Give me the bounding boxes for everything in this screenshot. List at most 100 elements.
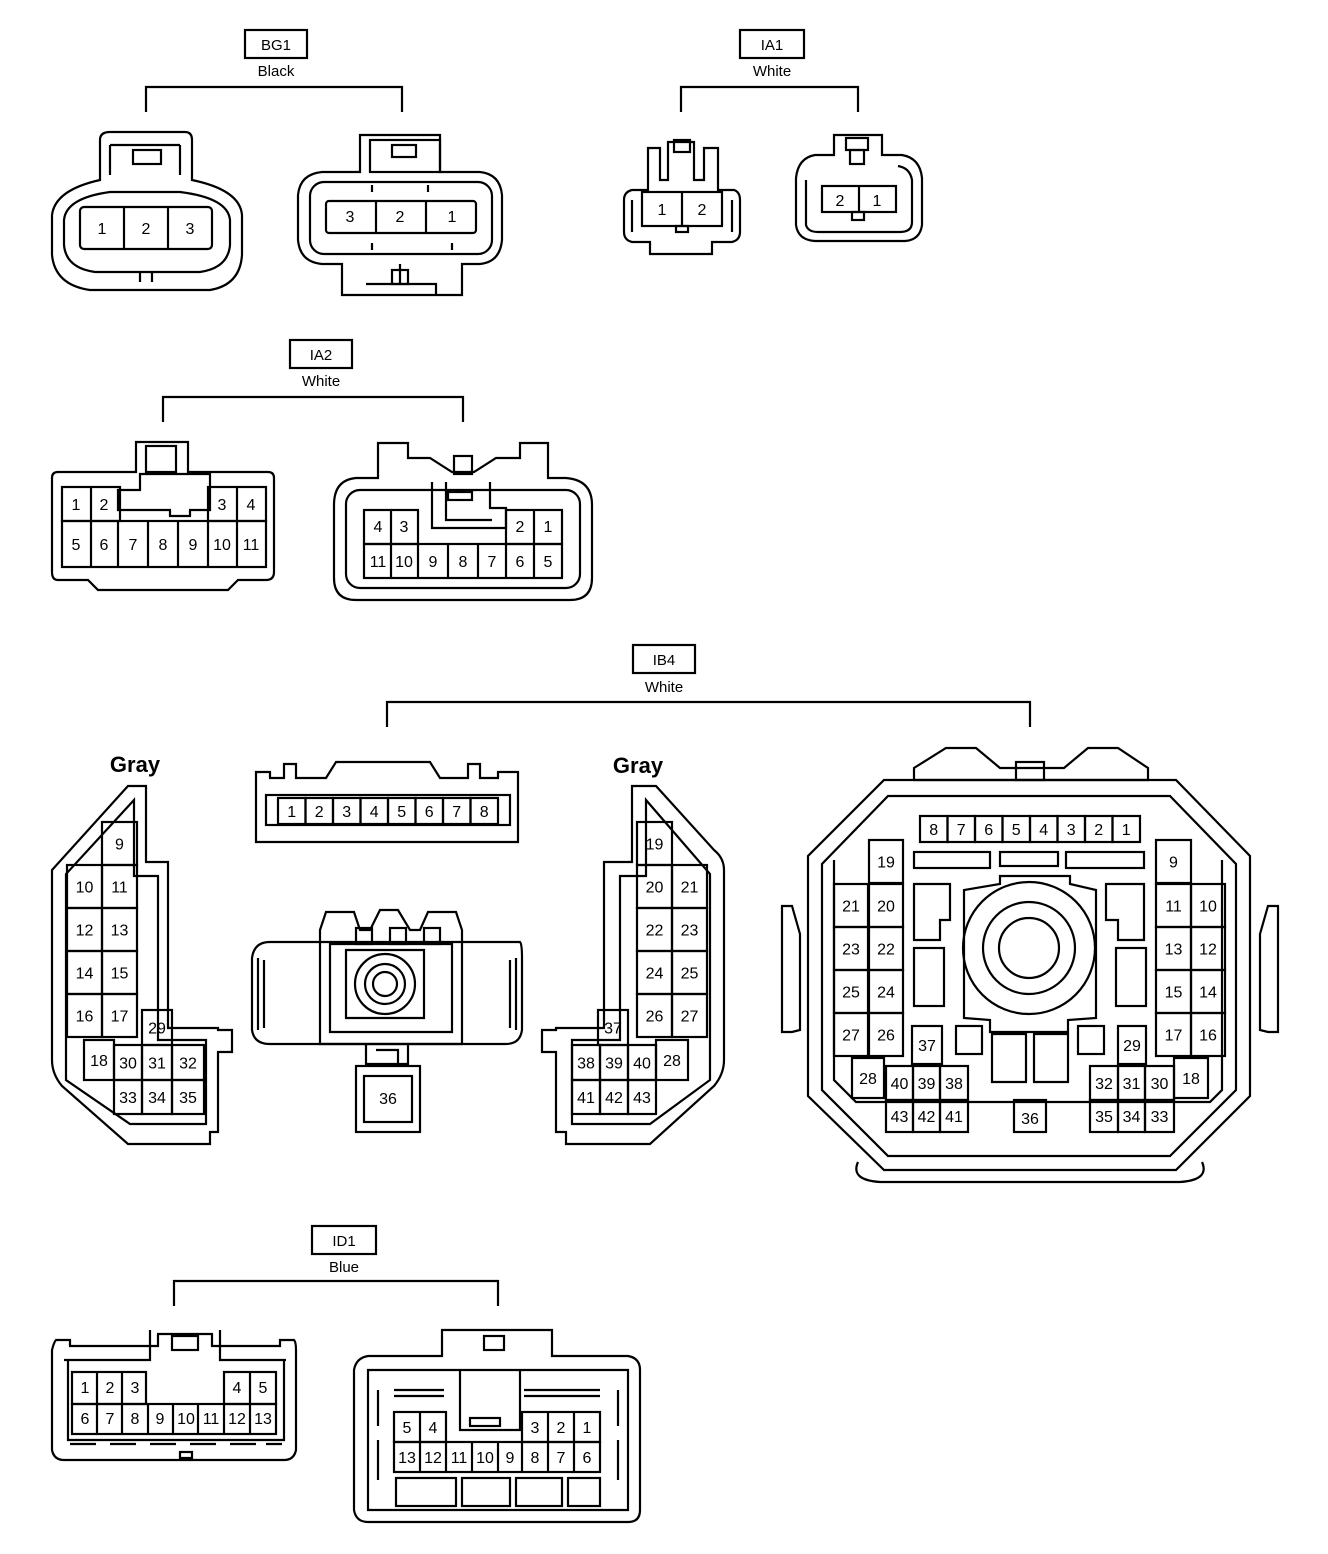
- pin: 13: [1165, 942, 1183, 959]
- connector-ia1: IA1 White 1 2 2 1: [622, 28, 924, 256]
- pin: 1: [72, 497, 81, 514]
- pin-cell: [910, 1024, 944, 1066]
- pin: 6: [81, 1411, 90, 1428]
- bg1-left-housing: 1 2 3: [50, 130, 244, 292]
- pin: 22: [877, 942, 895, 959]
- connector-id: IB4: [653, 652, 676, 669]
- pin: 15: [1165, 985, 1183, 1002]
- pin: 19: [877, 855, 895, 872]
- connector-id: BG1: [261, 37, 291, 54]
- pin: 8: [459, 554, 468, 571]
- pin: 4: [1039, 822, 1048, 839]
- pin: 9: [156, 1411, 165, 1428]
- pin: 6: [583, 1450, 592, 1467]
- id1-left-housing: 1 2 3 4 5 6 7 8 9 10 11 12 13: [50, 1330, 298, 1462]
- pin: 27: [681, 1009, 699, 1026]
- pin: 5: [544, 554, 553, 571]
- ia2-left-housing: 1 2 3 4 5 6 7 8 9 10 11: [50, 440, 276, 592]
- ia1-left-housing: 1 2: [622, 138, 742, 256]
- pin-cell: [850, 1056, 886, 1100]
- pin-cell: [170, 1078, 206, 1116]
- pin: 1: [81, 1380, 90, 1397]
- pin: 12: [76, 923, 94, 940]
- pin: 18: [1182, 1071, 1200, 1088]
- pin: 20: [877, 899, 895, 916]
- pin: 25: [842, 985, 860, 1002]
- pin: 10: [395, 554, 413, 571]
- pin: 10: [76, 880, 94, 897]
- pin: 7: [129, 537, 138, 554]
- pin: 25: [681, 966, 699, 983]
- pin: 2: [142, 221, 151, 238]
- pin: 23: [681, 923, 699, 940]
- pin: 9: [429, 554, 438, 571]
- pin: 34: [148, 1090, 166, 1107]
- bg1-right-housing: 3 2 1: [296, 133, 504, 297]
- pin: 2: [315, 804, 324, 821]
- pin: 2: [698, 202, 707, 219]
- pin: 1: [287, 804, 296, 821]
- pin-cell: [1116, 1024, 1148, 1066]
- pin: 3: [131, 1380, 140, 1397]
- pin: 36: [379, 1091, 397, 1108]
- pin: 41: [577, 1090, 595, 1107]
- pin: 15: [111, 966, 129, 983]
- pin: 43: [633, 1090, 651, 1107]
- pin: 5: [403, 1420, 412, 1437]
- pin: 1: [448, 209, 457, 226]
- pin: 6: [984, 822, 993, 839]
- ib4-center-housing: 36: [250, 908, 524, 1134]
- pin: 10: [476, 1450, 494, 1467]
- pin: 11: [243, 537, 260, 554]
- pin: 7: [957, 822, 966, 839]
- pin: 17: [111, 1009, 129, 1026]
- pin: 1: [98, 221, 107, 238]
- pin: 9: [115, 837, 124, 854]
- pin: 12: [424, 1450, 442, 1467]
- pin: 8: [531, 1450, 540, 1467]
- pin-cell: [1172, 1056, 1210, 1100]
- pin: 19: [646, 837, 664, 854]
- pin: 38: [577, 1056, 595, 1073]
- pin: 37: [918, 1038, 936, 1055]
- ia1-right-housing: 2 1: [794, 133, 924, 243]
- pin: 3: [1067, 822, 1076, 839]
- pin: 33: [119, 1090, 137, 1107]
- pin: 41: [945, 1109, 963, 1126]
- pin: 29: [148, 1021, 166, 1038]
- pin: 40: [633, 1056, 651, 1073]
- pin: 16: [76, 1009, 94, 1026]
- pin: 24: [877, 985, 895, 1002]
- pin: 4: [370, 804, 379, 821]
- pin: 6: [100, 537, 109, 554]
- pin: 16: [1199, 1028, 1217, 1045]
- pin: 6: [516, 554, 525, 571]
- pin: 21: [842, 899, 860, 916]
- pin-cell: [1111, 814, 1142, 844]
- pin: 2: [100, 497, 109, 514]
- pin: 7: [488, 554, 497, 571]
- pin: 2: [557, 1420, 566, 1437]
- connector-color: White: [753, 63, 791, 80]
- pin: 1: [544, 519, 553, 536]
- pin: 10: [1199, 899, 1217, 916]
- pin: 1: [873, 193, 882, 210]
- pin: 2: [106, 1380, 115, 1397]
- pin: 1: [1122, 822, 1131, 839]
- pin: 22: [646, 923, 664, 940]
- pin: 4: [374, 519, 383, 536]
- pin: 40: [891, 1076, 909, 1093]
- pin: 7: [106, 1411, 115, 1428]
- pin-cell: [1143, 1098, 1176, 1134]
- pin: 8: [480, 804, 489, 821]
- pin: 32: [1095, 1076, 1113, 1093]
- pin: 32: [179, 1056, 197, 1073]
- sub-label-gray: Gray: [110, 752, 161, 777]
- pin: 31: [148, 1056, 166, 1073]
- pin: 39: [605, 1056, 623, 1073]
- pin: 13: [398, 1450, 416, 1467]
- pin: 37: [604, 1021, 622, 1038]
- pin: 11: [203, 1411, 220, 1428]
